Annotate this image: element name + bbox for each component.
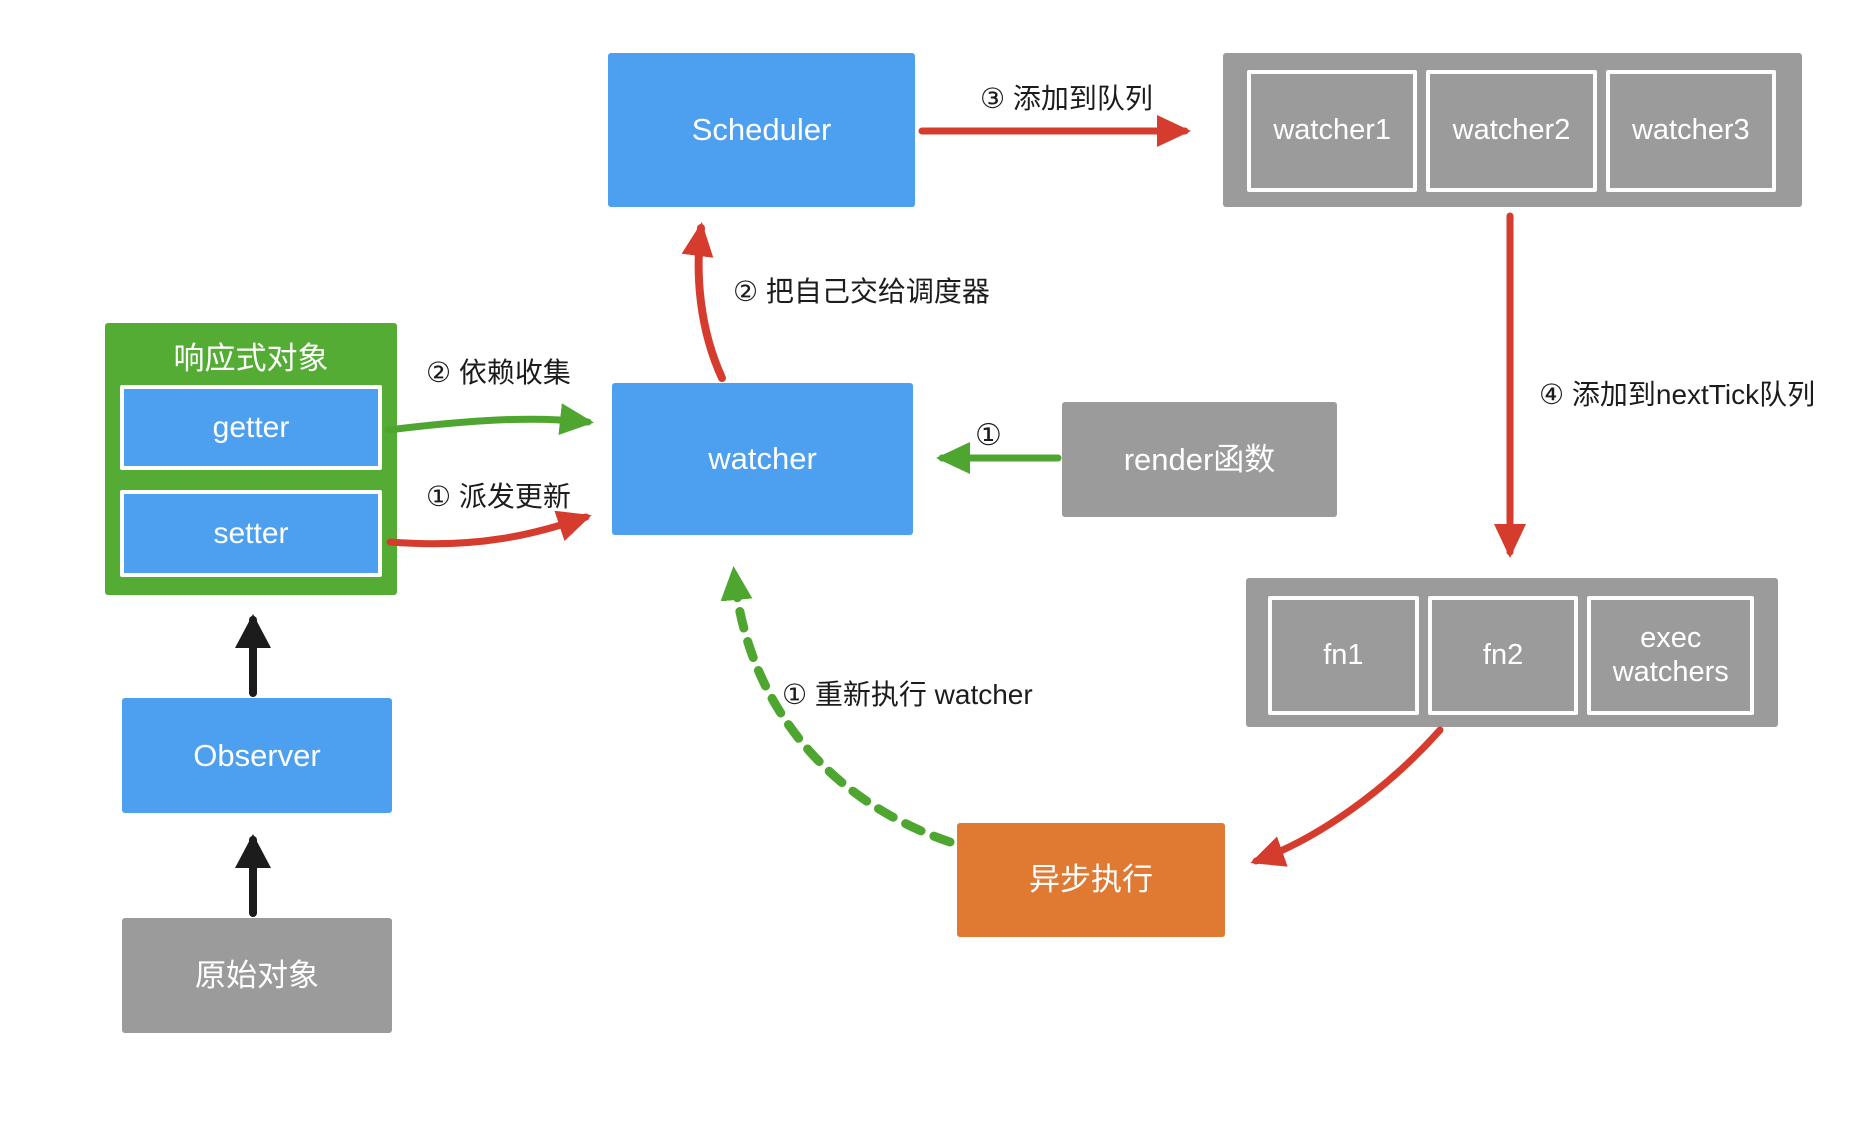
watcher2-cell: watcher2 [1426, 70, 1597, 192]
exec-watchers-cell: exec watchers [1587, 596, 1755, 715]
watcher-queue-box [1223, 53, 1802, 207]
watcher-box: watcher [612, 383, 913, 535]
async-exec-label: 异步执行 [1029, 862, 1153, 898]
setter-label: setter [213, 516, 289, 550]
render-fn-label: render函数 [1123, 441, 1276, 477]
exec-watchers-label: exec watchers [1612, 622, 1729, 688]
reactive-object-title: 响应式对象 [173, 341, 329, 376]
next-tick-queue-cells: fn1 fn2 exec watchers [1268, 596, 1755, 715]
watcher2-label: watcher2 [1452, 114, 1571, 147]
raw-object-box: 原始对象 [122, 918, 392, 1033]
scheduler-box: Scheduler [608, 53, 915, 207]
fn1-cell: fn1 [1268, 596, 1419, 715]
watcher1-cell: watcher1 [1247, 70, 1418, 192]
getter-box: getter [120, 385, 382, 470]
scheduler-label: Scheduler [691, 112, 832, 148]
setter-box: setter [120, 490, 382, 577]
async-exec-box: 异步执行 [957, 823, 1225, 937]
fn1-label: fn1 [1323, 638, 1364, 671]
fn2-label: fn2 [1482, 638, 1524, 671]
observer-box: Observer [122, 698, 392, 813]
watcher1-label: watcher1 [1273, 114, 1391, 147]
watcher-label: watcher [708, 441, 817, 477]
raw-object-label: 原始对象 [195, 957, 319, 993]
next-tick-queue-box [1246, 578, 1778, 727]
observer-label: Observer [193, 737, 321, 773]
watcher-queue-cells: watcher1 watcher2 watcher3 [1247, 70, 1776, 192]
watcher3-cell: watcher3 [1605, 70, 1776, 192]
render-fn-box: render函数 [1062, 402, 1337, 517]
fn2-cell: fn2 [1427, 596, 1579, 715]
watcher3-label: watcher3 [1631, 114, 1750, 147]
getter-label: getter [212, 410, 290, 444]
